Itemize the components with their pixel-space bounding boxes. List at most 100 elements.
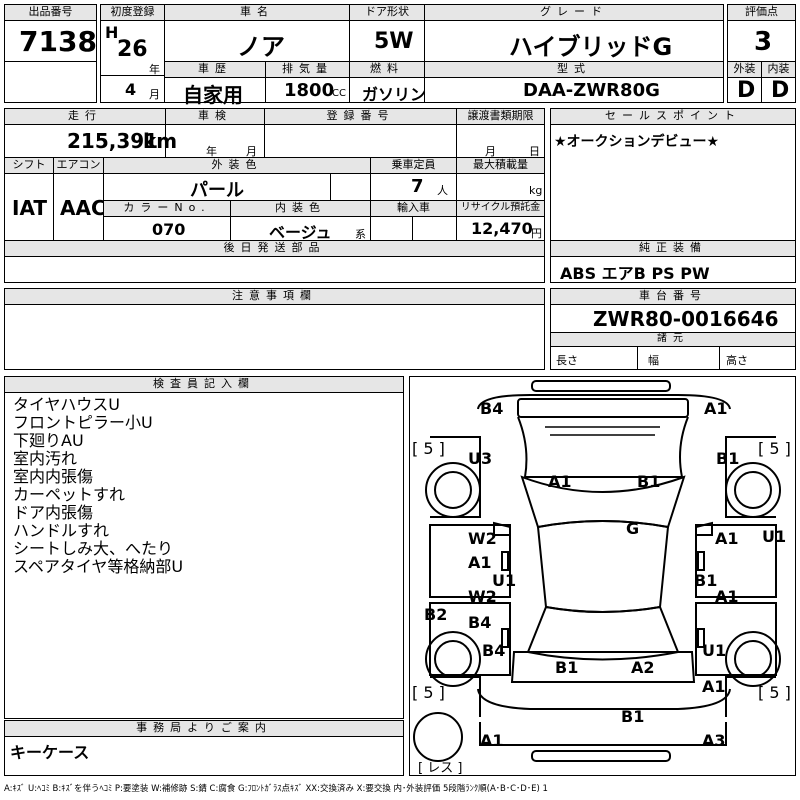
notes-cell xyxy=(4,304,545,370)
color-no-cell: 070 xyxy=(103,216,231,241)
tire-depth-rl: [ 5 ] xyxy=(412,683,445,702)
damage-mark: U3 xyxy=(468,449,493,468)
ext-color: パール xyxy=(190,180,244,201)
reg-no-label: 登録番号 xyxy=(264,108,457,125)
rear-panel-shape xyxy=(479,722,727,746)
right-door-front xyxy=(695,524,777,598)
color-no: 070 xyxy=(152,220,186,239)
capacity-label: 乗車定員 xyxy=(370,157,457,174)
damage-mark: U1 xyxy=(492,571,517,590)
damage-mark: B4 xyxy=(480,399,504,418)
damage-mark: A1 xyxy=(704,399,728,418)
import-label: 輸入車 xyxy=(370,200,457,217)
front-bumper-outline xyxy=(477,394,731,410)
score-cell: 3 xyxy=(727,20,796,62)
recycle-cell: 12,470 円 xyxy=(456,216,545,241)
damage-mark: A1 xyxy=(702,677,726,696)
office-cell: キーケース xyxy=(4,736,404,776)
era: H xyxy=(105,23,119,42)
hood-shape xyxy=(517,416,689,478)
int-color-unit: 系 xyxy=(355,228,366,241)
month-unit: 月 xyxy=(149,88,160,101)
specs-label: 諸元 xyxy=(550,332,796,347)
reg-month-cell: 4 月 xyxy=(100,75,165,103)
reg-year: 26 xyxy=(117,37,148,62)
sales-point: ★オークションデビュー★ xyxy=(554,134,720,150)
wheel-front-left xyxy=(434,471,472,509)
later-parts-label: 後日発送部品 xyxy=(4,240,545,257)
displacement: 1800 xyxy=(284,80,335,101)
damage-mark: W2 xyxy=(468,587,497,606)
fuel-cell: ガソリン xyxy=(349,77,426,104)
inspection-label: 車検 xyxy=(165,108,265,125)
import-cell-a xyxy=(370,216,413,241)
inspector-notes: タイヤハウスU フロントピラー小U 下廻りAU 室内汚れ 室内内張傷 カーペット… xyxy=(4,392,404,719)
door-cell: 5W xyxy=(349,20,425,62)
hood-lines xyxy=(545,426,660,436)
insp-month-unit: 月 xyxy=(246,145,257,158)
damage-mark: A1 xyxy=(480,731,504,750)
exterior-label: 外装 xyxy=(727,61,762,78)
chassis-label: 車台番号 xyxy=(550,288,796,305)
fuel-label: 燃料 xyxy=(349,61,425,78)
sales-point-cell: ★オークションデビュー★ xyxy=(550,124,796,241)
max-load-unit: kg xyxy=(529,184,543,197)
inspector-note: カーペットすれ xyxy=(13,485,126,504)
exterior-cell: D xyxy=(727,77,762,103)
later-parts-cell xyxy=(4,256,545,283)
equipment-cell: ABS エアB PS PW xyxy=(550,256,796,283)
car-diagram: [ 5 ] [ 5 ] [ 5 ] [ 5 ] [ レス ] B4 A1 U3 … xyxy=(409,376,796,776)
grille-shape xyxy=(517,398,689,418)
right-mirror xyxy=(695,521,713,536)
capacity: 7 xyxy=(411,176,424,197)
displacement-cell: 1800 CC xyxy=(265,77,350,103)
grade-cell: ハイブリッドG xyxy=(424,20,724,62)
left-quarter-shape xyxy=(430,676,481,717)
ac-label: エアコン xyxy=(53,157,104,174)
reg-no-cell xyxy=(264,124,457,158)
wheel-rear-left xyxy=(434,640,472,678)
inspector-note: シートしみ大、へたり xyxy=(13,539,174,558)
damage-mark: U1 xyxy=(762,527,787,546)
transfer-day-unit: 日 xyxy=(529,145,540,158)
tire-depth-fr: [ 5 ] xyxy=(758,439,791,458)
int-color: ベージュ xyxy=(269,223,332,242)
tire-front-left xyxy=(425,462,481,518)
inspector-note: スペアタイヤ等格納部U xyxy=(13,557,184,576)
damage-mark: B1 xyxy=(621,707,645,726)
mileage-cell: 215,391 km xyxy=(4,124,177,158)
damage-mark: A1 xyxy=(468,553,492,572)
interior-label: 内装 xyxy=(761,61,796,78)
ac: AAC xyxy=(60,196,106,220)
chassis-number: ZWR80-0016646 xyxy=(593,307,779,331)
displacement-label: 排気量 xyxy=(265,61,350,78)
max-load-label: 最大積載量 xyxy=(456,157,545,174)
inspector-note: ハンドルすれ xyxy=(13,521,110,540)
height-label: 高さ xyxy=(726,354,748,367)
roof-shape xyxy=(536,520,670,613)
damage-mark: W2 xyxy=(468,529,497,548)
notes-label: 注意事項欄 xyxy=(4,288,545,305)
grade-label: グレード xyxy=(424,4,724,21)
tire-depth-fl: [ 5 ] xyxy=(412,439,445,458)
damage-mark: U1 xyxy=(702,641,727,660)
lot-label: 出品番号 xyxy=(4,4,97,21)
damage-mark: B4 xyxy=(468,613,492,632)
mileage: 215,391 xyxy=(67,129,159,153)
lot-blank xyxy=(4,61,97,103)
ext-color-extra xyxy=(330,173,371,201)
recycle: 12,470 xyxy=(471,219,533,238)
inspector-note: 室内内張傷 xyxy=(13,467,94,486)
car-name-label: 車名 xyxy=(164,4,350,21)
wheel-rear-right xyxy=(734,640,772,678)
first-reg-label: 初度登録 xyxy=(100,4,165,21)
left-handle-front xyxy=(501,551,509,571)
door: 5W xyxy=(374,29,414,54)
int-color-label: 内装色 xyxy=(230,200,371,217)
office-text: キーケース xyxy=(10,743,90,762)
score: 3 xyxy=(754,27,773,57)
recycle-unit: 円 xyxy=(531,227,542,240)
first-reg-cell: H 26 年 xyxy=(100,20,165,76)
recycle-label: リサイクル預託金 xyxy=(456,200,545,217)
rear-bumper-shape xyxy=(531,750,671,762)
